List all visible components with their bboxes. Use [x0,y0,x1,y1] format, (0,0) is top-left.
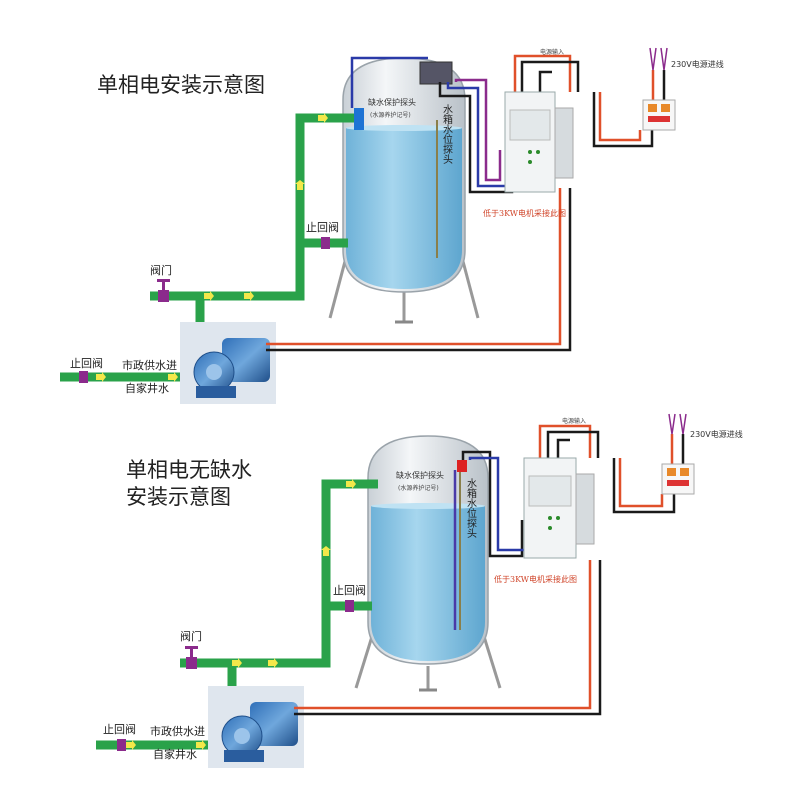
tank-2 [354,435,502,692]
supply-label-1a: 市政供水进 [122,358,177,372]
probe-sub-2: (水源养护记号) [398,484,439,492]
power-in-label-1: 230V电源进线 [671,59,724,69]
level-probe-label-1: 水箱水位探头 [441,104,453,165]
check-valve-lower-label-2: 止回阀 [103,722,136,736]
diagram-2-title-line-2: 安装示意图 [126,485,231,509]
level-probe-head-2 [457,460,467,472]
check-valve-upper-2 [345,600,354,612]
tank-1 [328,57,480,324]
pump-2 [208,686,304,768]
svg-text:水箱水位探头: 水箱水位探头 [465,478,477,539]
check-valve-lower-2 [117,739,126,751]
dry-run-probe-1 [354,108,364,130]
valve-label-2: 阀门 [180,629,202,643]
diagram-2: 单相电无缺水 安装示意图 止回阀 [96,413,743,768]
breaker-2 [661,463,695,495]
diagram-2-title-line-1: 单相电无缺水 [126,458,252,482]
check-valve-upper-label-2: 止回阀 [333,583,366,597]
controller-1 [504,91,574,193]
level-probe-label-2: 水箱水位探头 [465,478,477,539]
svg-text:水箱水位探头: 水箱水位探头 [441,104,453,165]
breaker-1 [642,99,676,131]
supply-label-2a: 市政供水进 [150,724,205,738]
wiring-2 [294,413,687,716]
junction-box-1 [419,61,453,85]
check-valve-upper-1 [321,237,330,249]
top-wire-label-2: 电源输入 [562,417,586,425]
power-in-label-2: 230V电源进线 [690,429,743,439]
valve-label-1: 阀门 [150,263,172,277]
supply-label-1b: 自家井水 [125,381,169,395]
gate-valve-2 [185,646,198,669]
check-valve-lower-1 [79,371,88,383]
probe-sub-1: (水源养护记号) [370,111,411,119]
probe-label-2: 缺水保护探头 [396,470,444,480]
gate-valve-1 [157,279,170,302]
note-2: 低于3KW电机采接此图 [494,574,577,584]
supply-label-2b: 自家井水 [153,747,197,761]
wiring-1 [266,47,668,352]
probe-label-1: 缺水保护探头 [368,97,416,107]
pump-1 [180,322,276,404]
controller-2 [523,457,595,559]
diagram-1-title: 单相电安装示意图 [97,73,265,97]
diagram-1: 单相电安装示意图 止回阀 [60,47,724,404]
check-valve-lower-label-1: 止回阀 [70,356,103,370]
check-valve-upper-label-1: 止回阀 [306,220,339,234]
top-wire-label-1: 电源输入 [540,48,564,56]
note-1: 低于3KW电机采接此图 [483,208,566,218]
